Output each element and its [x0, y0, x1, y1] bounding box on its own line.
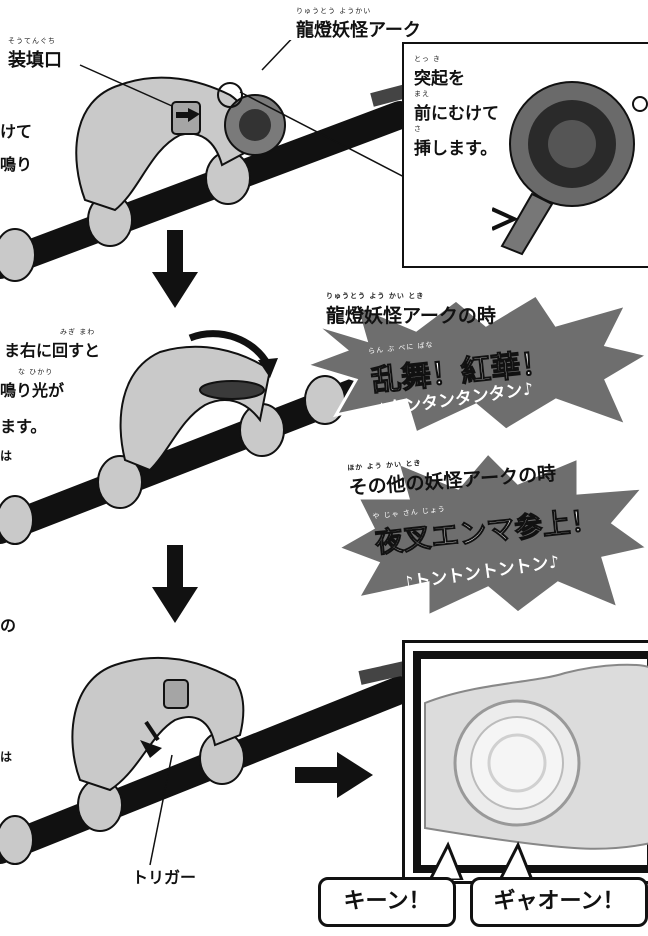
insert-arrow	[176, 108, 200, 122]
bubble-2-shape	[338, 450, 648, 618]
instruction-ruby-2: まえ	[414, 90, 430, 98]
bubble-1-title-ruby: りゅうとう よう かい とき	[326, 292, 425, 300]
instruction-line-1: 突起を	[414, 69, 465, 89]
loading-port-leader	[79, 64, 173, 107]
blade-3	[71, 656, 245, 792]
loading-port-text: 装填口	[8, 50, 62, 71]
sfx-label-gyaon: ギャオーン！	[470, 877, 648, 927]
ring-2a	[97, 455, 143, 509]
bubble-1-title-text: 龍燈妖怪アークの時	[326, 305, 496, 327]
light-panel-illustration	[413, 651, 648, 873]
baton-bar-2	[0, 376, 374, 544]
step1-text-fragment-1: けて	[0, 122, 33, 141]
medal-instruction-box: とっ き 突起を まえ 前にむけて さ 挿します。	[402, 42, 648, 268]
bubble-1-title: りゅうとう よう かい とき 龍燈妖怪アークの時	[326, 291, 496, 328]
trigger-pointer	[140, 740, 162, 758]
callout-leader	[239, 91, 411, 181]
down-arrow-2	[152, 545, 198, 623]
ryuto-arc-leader	[261, 40, 292, 71]
step1-toy-illustration	[0, 40, 414, 282]
step2-ruby-1: みぎ まわ	[60, 328, 96, 336]
light-panel-box	[402, 640, 648, 884]
ring-1c	[0, 228, 36, 282]
step2-line-2: 鳴り光が	[0, 381, 65, 400]
step3-toy-illustration	[0, 656, 414, 866]
rotate-arrow	[188, 330, 272, 367]
step1-ryuto-arc-label: りゅうとう ようかい 龍燈妖怪アーク	[296, 6, 421, 42]
trigger-label: トリガー	[132, 868, 197, 887]
medal-focus-circle	[217, 82, 243, 108]
medal-closeup-illustration	[492, 81, 648, 256]
trigger-leader	[149, 754, 173, 866]
right-arrow	[295, 752, 373, 798]
ryuto-arc-text: 龍燈妖怪アーク	[296, 20, 421, 41]
step2-line-3: ます。	[0, 417, 47, 436]
down-arrow-1	[152, 230, 198, 308]
step1-loading-port-label: そうてんぐち 装填口	[8, 36, 62, 72]
bubble-1-shape	[306, 292, 648, 435]
baton-bar-3	[0, 676, 414, 864]
instruction-line-2: 前にむけて	[414, 104, 499, 124]
step2-line-4: は	[0, 449, 13, 463]
protrusion-pointer	[492, 207, 519, 231]
empty-slot	[163, 679, 189, 709]
step3-text-fragment-1: の	[0, 616, 17, 635]
sound-bubble-other: ほか よう かい とき その他の妖怪アークの時 や じゃ さん じょう 夜叉エン…	[338, 448, 648, 618]
instruction-ruby-3: さ	[414, 125, 422, 133]
step3-text-fragment-2: は	[0, 750, 13, 764]
medal-2	[199, 380, 265, 400]
sfx-tails	[428, 841, 534, 880]
ryuto-arc-ruby: りゅうとう ようかい	[296, 7, 372, 15]
sfx-label-keen: キーン！	[318, 877, 456, 927]
sound-bubble-ryuto: りゅうとう よう かい とき 龍燈妖怪アークの時 らん ぶ べに ばな 乱舞！紅…	[306, 285, 648, 435]
medal-tab	[500, 192, 554, 256]
step1-text-fragment-2: 鳴り	[0, 155, 33, 174]
step2-line-1: ま右に回すと	[4, 341, 101, 360]
ring-2d	[0, 495, 34, 545]
step2-text-block: みぎ まわ ま右に回すと な ひかり 鳴り光が ます。 は	[0, 327, 100, 464]
step2-toy-illustration	[0, 330, 374, 545]
loading-port-ruby: そうてんぐち	[8, 37, 56, 45]
instruction-line-3: 挿します。	[414, 139, 498, 159]
instruction-ruby-1: とっ き	[414, 55, 442, 63]
baton-bar-1	[0, 101, 414, 279]
ring-3c	[0, 815, 34, 865]
step2-ruby-2: な ひかり	[18, 368, 54, 376]
medal-ring-hole	[632, 96, 648, 112]
